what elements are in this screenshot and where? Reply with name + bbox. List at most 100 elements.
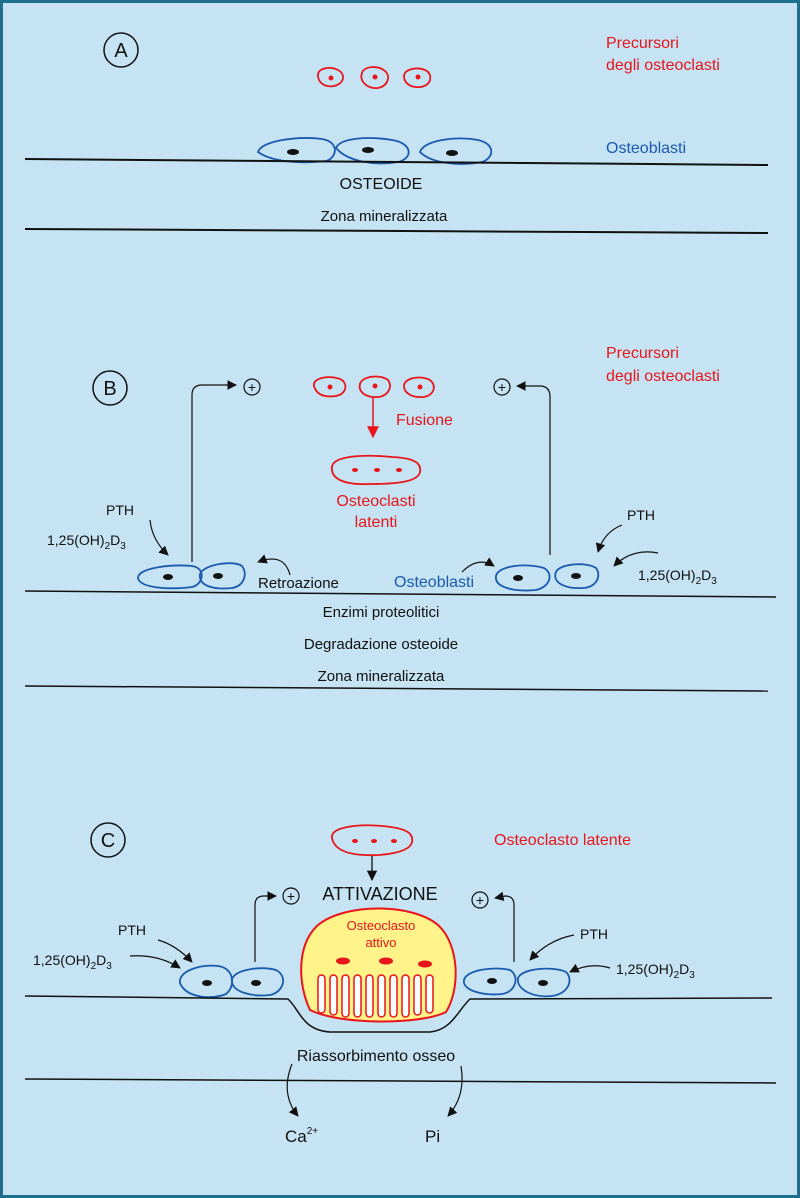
vitd-right-arrow <box>613 551 659 567</box>
panel-a: A Precursori degli osteoclasti Osteoblas… <box>24 32 769 234</box>
osteoblast-cell <box>554 563 600 589</box>
panel-a-osteoblasts-label: Osteoblasti <box>606 140 686 157</box>
precursor-cell <box>358 375 391 398</box>
resorption-pit-surface <box>24 995 773 1033</box>
feedback-arrow-right <box>461 557 495 573</box>
panel-b-vitd-left: 1,25(OH)2D3 <box>47 532 126 552</box>
osteoblast-nucleus <box>513 575 523 581</box>
active-osteoclast-nucleus <box>379 957 393 965</box>
osteoblast-nucleus <box>487 978 497 984</box>
left-stimulus-arrow <box>254 891 277 962</box>
active-osteoclast-line2: attivo <box>365 935 396 950</box>
osteoblast-nucleus <box>446 150 458 156</box>
latent-osteoclast-nucleus <box>374 468 380 472</box>
panel-a-osteoid-label: OSTEOIDE <box>340 176 423 193</box>
pth-left-arrow <box>149 519 169 556</box>
osteoblast-cell <box>231 967 284 997</box>
latent-osteoclast-nucleus <box>352 468 358 472</box>
phosphate-label: Pi <box>425 1127 440 1146</box>
right-stimulus-arrow <box>516 381 551 555</box>
latent-osteoclast-cell <box>331 824 414 857</box>
osteoblast-nucleus <box>251 980 261 986</box>
right-stimulus-arrow <box>494 891 515 962</box>
panel-b-osteoblasts-label: Osteoblasti <box>394 574 474 591</box>
panel-c-pth-right: PTH <box>580 926 608 942</box>
panel-b-mineral-zone-label: Zona mineralizzata <box>318 668 445 685</box>
osteoblast-nucleus <box>287 149 299 155</box>
osteoblast-nucleus <box>163 574 173 580</box>
panel-b-marker: B <box>103 378 116 400</box>
latent-osteoclast-nucleus <box>396 468 402 472</box>
latent-osteoclasts-line1: Osteoclasti <box>336 493 415 510</box>
panel-c-vitd-left: 1,25(OH)2D3 <box>33 952 112 972</box>
panel-a-precursor-cells <box>317 66 432 89</box>
panel-a-marker: A <box>114 40 128 62</box>
precursor-nucleus <box>372 74 378 80</box>
panel-a-osteoid-surface <box>24 158 769 166</box>
latent-osteoclast-nucleus <box>391 839 397 843</box>
calcium-arrow <box>286 1063 299 1117</box>
osteoblast-nucleus <box>538 980 548 986</box>
panel-c-plus-right: + <box>476 892 484 908</box>
precursor-nucleus <box>417 384 423 390</box>
panel-b-precursors-line1: Precursori <box>606 345 679 362</box>
panel-b-precursors-line2: degli osteoclasti <box>606 368 720 385</box>
degradation-label: Degradazione osteoide <box>304 636 458 653</box>
osteoblast-cell <box>137 564 203 590</box>
precursor-cell <box>403 67 432 89</box>
panel-b-plus-right: + <box>498 379 506 395</box>
precursor-nucleus <box>372 383 378 389</box>
panel-a-mineral-line <box>24 228 769 234</box>
panel-a-precursors-line2: degli osteoclasti <box>606 57 720 74</box>
panel-a-marker-circle <box>103 32 139 68</box>
active-osteoclast-nucleus <box>336 957 350 965</box>
vitd-left-arrow <box>129 955 181 969</box>
panel-c: C Osteoclasto latente ATTIVAZIONE + + <box>24 822 777 1146</box>
panel-c-plus-left: + <box>287 888 295 904</box>
panel-b-plus-left-circle <box>243 378 261 396</box>
resorption-label: Riassorbimento osseo <box>297 1048 455 1065</box>
feedback-label: Retroazione <box>258 575 339 592</box>
osteoblast-nucleus <box>202 980 212 986</box>
vitd-right-arrow <box>569 963 611 973</box>
panel-c-plus-left-circle <box>282 887 300 905</box>
osteoblast-cell <box>495 564 551 592</box>
precursor-cell <box>403 376 435 399</box>
osteoblast-nucleus <box>571 573 581 579</box>
fusion-label: Fusione <box>396 412 453 429</box>
precursor-nucleus <box>327 384 333 390</box>
panel-c-marker-circle <box>90 822 126 858</box>
precursor-cell <box>317 67 344 88</box>
panel-b-plus-right-circle <box>493 378 511 396</box>
pth-right-arrow <box>529 934 575 961</box>
panel-b-pth-left: PTH <box>106 502 134 518</box>
precursor-cell <box>313 376 347 398</box>
panel-c-marker: C <box>101 830 115 852</box>
panel-b-mineral-line <box>24 685 769 692</box>
active-osteoclast-nucleus <box>418 960 432 968</box>
panel-c-pth-left: PTH <box>118 922 146 938</box>
pth-left-arrow <box>157 939 193 963</box>
panel-a-mineral-zone-label: Zona mineralizzata <box>321 208 448 225</box>
phosphate-arrow <box>447 1065 463 1117</box>
panel-c-plus-right-circle <box>471 891 489 909</box>
panel-b-osteoid-surface <box>24 590 777 598</box>
precursor-nucleus <box>415 74 421 80</box>
panel-b-plus-left: + <box>248 379 256 395</box>
precursor-nucleus <box>328 75 334 81</box>
left-stimulus-arrow <box>191 380 237 562</box>
panel-b-marker-circle <box>92 370 128 406</box>
latent-osteoclasts-line2: latenti <box>355 514 398 531</box>
osteoblast-cell <box>517 967 571 998</box>
precursor-cell <box>360 66 389 89</box>
osteoblast-cell <box>199 562 246 590</box>
calcium-label: Ca2+ <box>285 1126 318 1146</box>
osteoblast-cell <box>463 967 517 996</box>
feedback-arrow-left <box>257 554 291 576</box>
panel-b-pth-right: PTH <box>627 507 655 523</box>
latent-osteoclast-cell <box>331 454 422 485</box>
panel-c-vitd-right: 1,25(OH)2D3 <box>616 961 695 981</box>
enzymes-label: Enzimi proteolitici <box>323 604 440 621</box>
activation-label: ATTIVAZIONE <box>322 884 437 904</box>
panel-b: B Precursori degli osteoclasti + + Fusio… <box>24 345 777 692</box>
